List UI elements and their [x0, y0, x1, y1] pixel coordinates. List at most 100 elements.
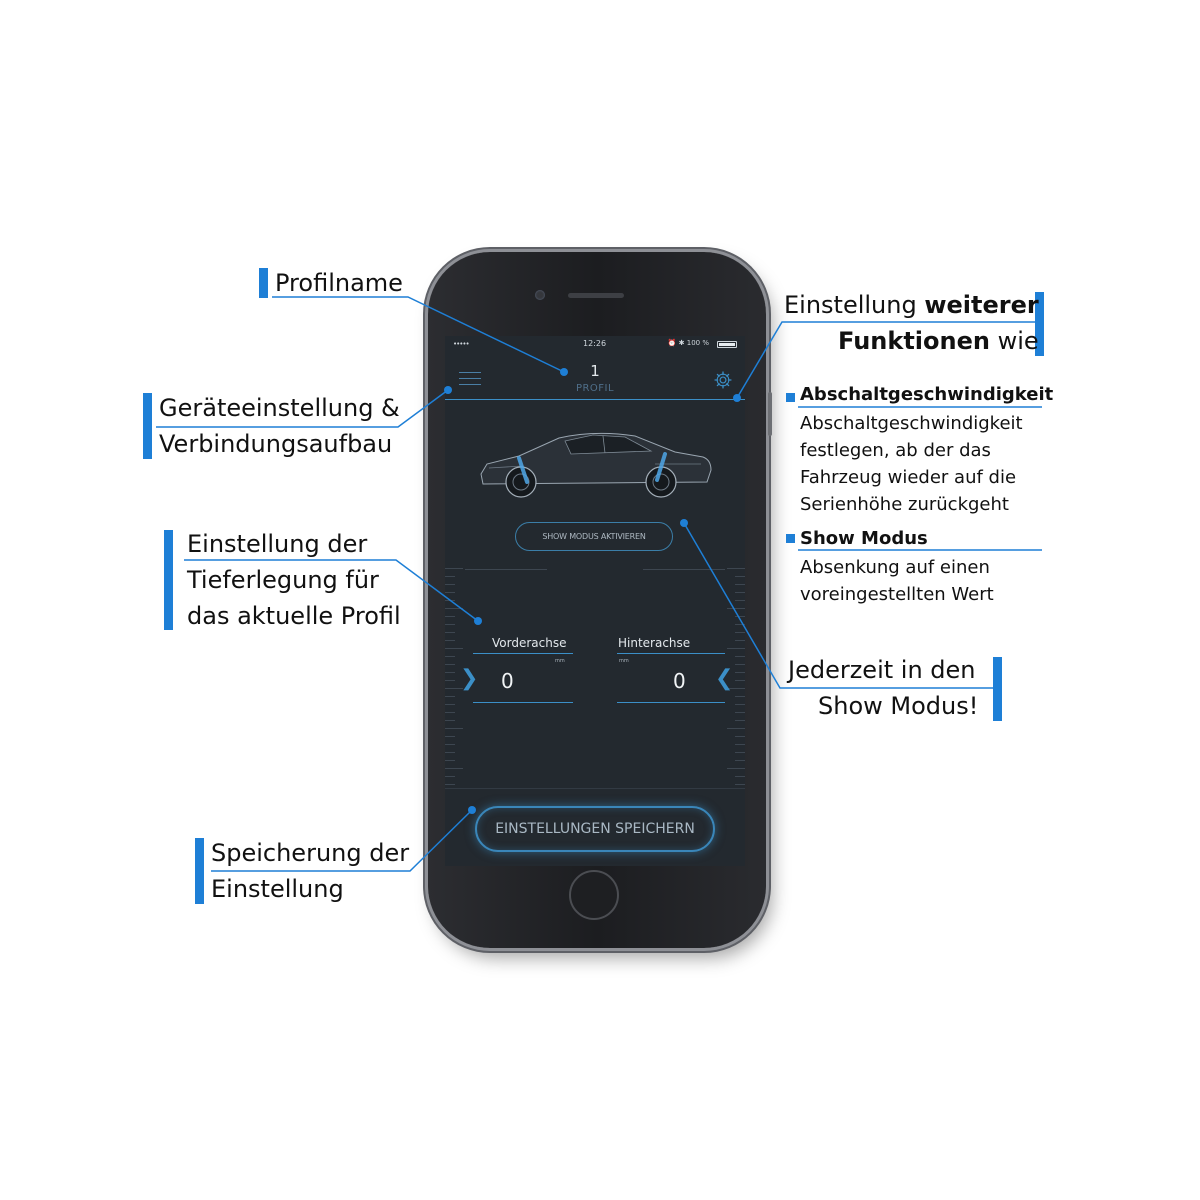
ruler-tick: [445, 664, 455, 665]
app-screen: ••••• 12:26 ⏰ ✱ 100 % 1 PROFIL: [445, 336, 745, 866]
ruler-tick: [445, 760, 455, 761]
ruler-tick: [727, 608, 745, 609]
accent-bar: [195, 838, 204, 904]
divider-line: [445, 788, 745, 789]
accent-bar: [143, 393, 152, 459]
callout-anytime-line1: Jederzeit in den: [788, 656, 976, 684]
ruler-tick: [445, 608, 463, 609]
ruler-tick: [735, 752, 745, 753]
status-time: 12:26: [583, 339, 607, 348]
callout-profile-name: Profilname: [275, 269, 403, 297]
ruler-tick: [735, 584, 745, 585]
ruler-tick: [445, 648, 463, 649]
callout-lowering-line1: Einstellung der: [187, 530, 368, 558]
callout-further-functions-line2: Funktionen wie: [838, 327, 1039, 355]
ruler-tick: [735, 592, 745, 593]
ruler-tick: [445, 752, 455, 753]
ruler-tick: [445, 576, 455, 577]
app-header: 1 PROFIL: [445, 354, 745, 400]
ruler-tick: [727, 568, 745, 569]
shutoff-speed-title: Abschaltgeschwindigkeit: [800, 384, 1054, 405]
ruler-tick: [735, 720, 745, 721]
shutoff-speed-desc-line2: festlegen, ab der das: [800, 440, 991, 461]
profile-label: PROFIL: [575, 383, 615, 394]
shutoff-speed-desc-line1: Abschaltgeschwindigkeit: [800, 413, 1023, 434]
ruler-tick: [445, 600, 455, 601]
show-mode-desc-line1: Absenkung auf einen: [800, 557, 990, 578]
callout-saving-line1: Speicherung der: [211, 839, 410, 867]
ruler-tick: [735, 776, 745, 777]
ruler-tick: [445, 736, 455, 737]
signal-icon: •••••: [453, 340, 470, 348]
ruler-tick: [445, 584, 455, 585]
gear-icon[interactable]: [713, 370, 733, 390]
front-axle-underline: [473, 653, 573, 654]
battery-icon: [717, 341, 737, 348]
ruler-tick: [445, 624, 455, 625]
callout-lowering-line2: Tieferlegung für: [187, 566, 379, 594]
ruler-tick: [735, 672, 745, 673]
ruler-tick: [445, 568, 463, 569]
callout-device-settings-line1: Geräteeinstellung &: [159, 394, 400, 422]
rear-axle-value[interactable]: 0: [673, 669, 686, 693]
ruler-tick: [445, 672, 455, 673]
phone-frame: ••••• 12:26 ⏰ ✱ 100 % 1 PROFIL: [428, 252, 772, 948]
chevron-left-icon[interactable]: ❮: [715, 666, 734, 691]
save-settings-button[interactable]: EINSTELLUNGEN SPEICHERN: [475, 806, 715, 852]
ruler-tick: [727, 648, 745, 649]
callout-further-functions-line1: Einstellung weiterer: [784, 291, 1039, 319]
ruler-tick: [735, 744, 745, 745]
chevron-right-icon[interactable]: ❯: [460, 666, 479, 691]
accent-bar: [259, 268, 268, 298]
bullet-square: [786, 393, 795, 402]
ruler-tick: [445, 720, 455, 721]
front-axle-unit: mm: [555, 658, 565, 664]
ruler-tick: [735, 656, 745, 657]
ruler-tick: [445, 656, 455, 657]
rear-axle-unit: mm: [619, 658, 629, 664]
ruler-tick: [735, 600, 745, 601]
ruler-tick: [445, 768, 463, 769]
front-camera: [535, 290, 545, 300]
rear-axle-underline: [617, 653, 725, 654]
car-image: [480, 432, 712, 498]
earpiece-speaker: [568, 293, 624, 298]
callout-lowering-line3: das aktuelle Profil: [187, 602, 401, 630]
status-bar: ••••• 12:26 ⏰ ✱ 100 %: [445, 336, 745, 352]
ruler-tick: [735, 680, 745, 681]
callout-saving-line2: Einstellung: [211, 875, 344, 903]
ruler-tick: [445, 688, 463, 689]
bullet-square: [786, 534, 795, 543]
ruler-tick: [735, 664, 745, 665]
profile-number[interactable]: 1: [590, 362, 600, 380]
rear-axle-label: Hinterachse: [618, 636, 691, 650]
rear-axle-value-underline: [617, 702, 725, 703]
ruler-tick: [445, 696, 455, 697]
accent-bar: [164, 530, 173, 630]
ruler-tick: [735, 760, 745, 761]
ruler-tick: [445, 776, 455, 777]
ruler-tick: [735, 696, 745, 697]
ruler-tick: [445, 632, 455, 633]
ruler-tick: [445, 704, 455, 705]
front-axle-value-underline: [473, 702, 573, 703]
callout-anytime-line2: Show Modus!: [818, 692, 979, 720]
ruler-tick: [735, 704, 745, 705]
front-axle-value[interactable]: 0: [501, 669, 514, 693]
home-button[interactable]: [569, 870, 619, 920]
ruler-tick: [727, 768, 745, 769]
front-axle-label: Vorderachse: [492, 636, 567, 650]
ruler-tick: [735, 616, 745, 617]
ruler-tick: [735, 576, 745, 577]
callout-device-settings-line2: Verbindungsaufbau: [159, 430, 393, 458]
ruler-tick: [735, 640, 745, 641]
side-button: [768, 392, 772, 436]
ruler-tick: [727, 728, 745, 729]
show-mode-button[interactable]: SHOW MODUS AKTIVIEREN: [515, 522, 673, 551]
divider-line: [465, 569, 547, 570]
ruler-tick: [445, 680, 455, 681]
ruler-tick: [445, 616, 455, 617]
divider-line: [643, 569, 725, 570]
show-mode-title: Show Modus: [800, 528, 928, 549]
ruler-tick: [445, 712, 455, 713]
